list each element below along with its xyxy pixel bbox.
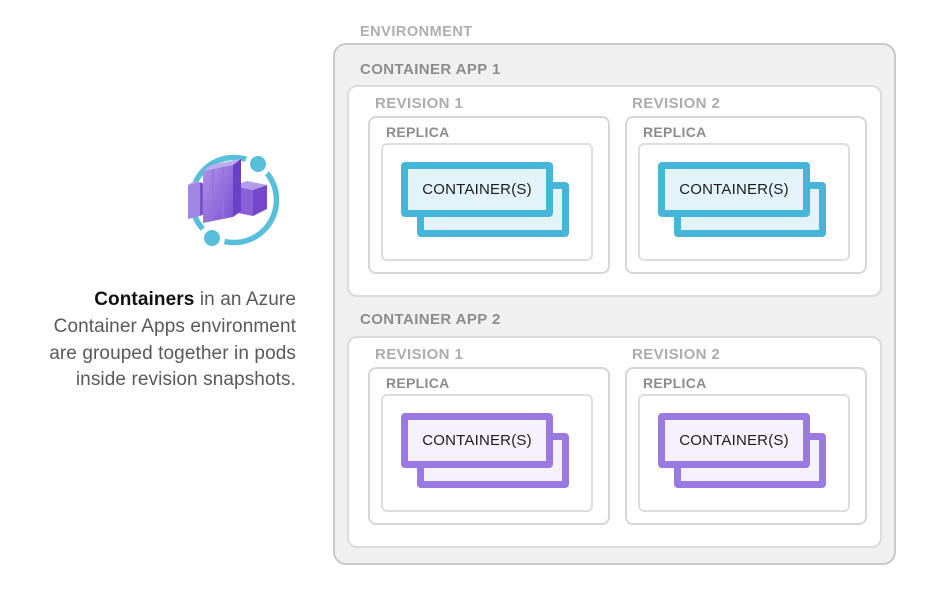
azure-container-apps-icon — [188, 151, 280, 248]
container-front-card: CONTAINER(S) — [658, 162, 810, 217]
caption-line: inside revision snapshots. — [75, 369, 296, 391]
caption-line: are grouped together in pods — [49, 342, 296, 364]
revision-label: REVISION 1 — [375, 346, 464, 363]
revision-box: REPLICA CONTAINER(S) — [625, 367, 867, 525]
container-front-card: CONTAINER(S) — [401, 413, 553, 468]
app1-revision-2: REVISION 2 REPLICA CONTAINER(S) — [625, 95, 867, 274]
replica-label: REPLICA — [643, 124, 707, 140]
caption-line: Containers in an Azure — [94, 289, 296, 310]
orbit-dot-icon — [245, 151, 271, 177]
container-app-2-label: CONTAINER APP 2 — [360, 311, 501, 328]
revision-label: REVISION 1 — [375, 95, 464, 112]
revision-box: REPLICA CONTAINER(S) — [368, 367, 610, 525]
revision-label: REVISION 2 — [632, 346, 721, 363]
replica-label: REPLICA — [643, 375, 707, 391]
environment-box: CONTAINER APP 1 REVISION 1 REPLICA CONTA… — [333, 43, 896, 565]
replica-box: CONTAINER(S) — [381, 394, 593, 512]
revision-box: REPLICA CONTAINER(S) — [625, 116, 867, 274]
diagram-caption: Containers in an Azure Container Apps en… — [8, 287, 296, 394]
container-front-card: CONTAINER(S) — [658, 413, 810, 468]
container-app-1-box: REVISION 1 REPLICA CONTAINER(S) REVISION… — [347, 85, 882, 297]
container-app-2-box: REVISION 1 REPLICA CONTAINER(S) REVISION… — [347, 336, 882, 548]
replica-box: CONTAINER(S) — [638, 394, 850, 512]
container-front-card: CONTAINER(S) — [401, 162, 553, 217]
replica-label: REPLICA — [386, 375, 450, 391]
replica-box: CONTAINER(S) — [381, 143, 593, 261]
container-app-1-label: CONTAINER APP 1 — [360, 61, 501, 78]
app1-revision-1: REVISION 1 REPLICA CONTAINER(S) — [368, 95, 610, 274]
caption-line: Container Apps environment — [53, 315, 296, 337]
orbit-dot-icon — [199, 225, 225, 248]
replica-label: REPLICA — [386, 124, 450, 140]
app2-revision-1: REVISION 1 REPLICA CONTAINER(S) — [368, 346, 610, 525]
revision-label: REVISION 2 — [632, 95, 721, 112]
replica-box: CONTAINER(S) — [638, 143, 850, 261]
environment-label: ENVIRONMENT — [360, 24, 473, 40]
revision-box: REPLICA CONTAINER(S) — [368, 116, 610, 274]
center-container-cube-icon — [203, 159, 241, 223]
app2-revision-2: REVISION 2 REPLICA CONTAINER(S) — [625, 346, 867, 525]
caption-keyword: Containers — [94, 289, 195, 310]
